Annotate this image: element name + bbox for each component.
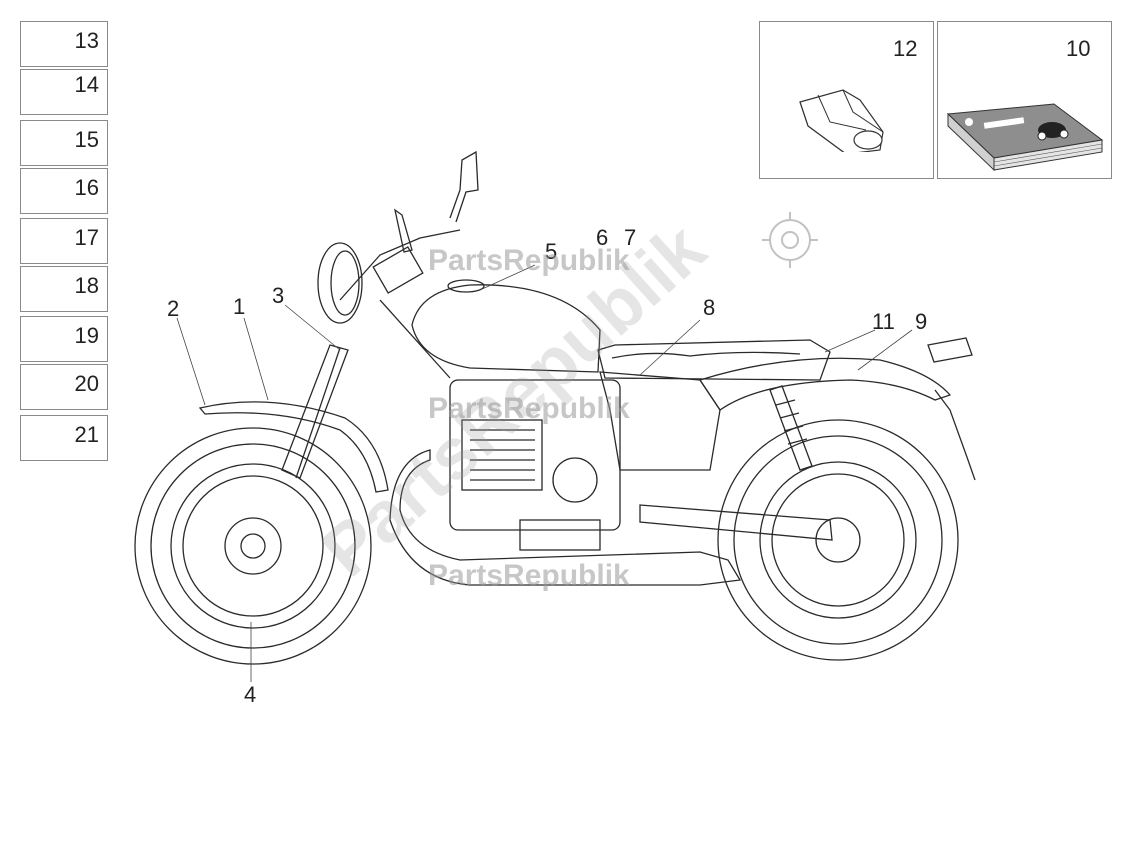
watermark-text: PartsRepublik bbox=[428, 244, 630, 277]
callout-8: 8 bbox=[703, 295, 715, 320]
side-box-17: 17 bbox=[20, 218, 108, 264]
callout-5: 5 bbox=[545, 239, 557, 264]
watermark-text: PartsRepublik bbox=[428, 392, 630, 425]
side-box-label: 15 bbox=[74, 127, 99, 152]
side-box-20: 20 bbox=[20, 364, 108, 410]
side-box-14: 14 bbox=[20, 69, 108, 115]
tail-light bbox=[927, 337, 973, 363]
rear-shock bbox=[769, 385, 813, 471]
kit-box-number: 10 bbox=[1066, 36, 1091, 61]
callout-2: 2 bbox=[167, 296, 179, 321]
rear-wheel bbox=[717, 419, 959, 661]
frame bbox=[599, 371, 721, 471]
front-wheel bbox=[134, 427, 372, 665]
callout-7: 7 bbox=[624, 225, 636, 250]
headlight bbox=[317, 242, 363, 324]
front-fork bbox=[281, 344, 349, 479]
kit-box-10: 10 bbox=[937, 21, 1112, 179]
exhaust-pipe bbox=[389, 449, 742, 586]
side-box-15: 15 bbox=[20, 120, 108, 166]
side-box-13: 13 bbox=[20, 21, 108, 67]
kit-box-number: 12 bbox=[893, 36, 918, 61]
license-bracket bbox=[934, 389, 976, 481]
side-box-label: 21 bbox=[74, 422, 99, 447]
swingarm bbox=[639, 504, 833, 541]
seat bbox=[597, 339, 831, 381]
callout-3: 3 bbox=[272, 283, 284, 308]
side-box-label: 17 bbox=[74, 225, 99, 250]
gear-icon bbox=[762, 212, 818, 268]
side-box-label: 13 bbox=[74, 28, 99, 53]
side-box-16: 16 bbox=[20, 168, 108, 214]
fuel-tank bbox=[411, 284, 601, 373]
front-fender bbox=[198, 401, 389, 493]
rear-fender bbox=[698, 357, 952, 411]
side-box-label: 14 bbox=[74, 72, 99, 97]
watermark-text: PartsRepublik bbox=[428, 559, 630, 592]
side-box-21: 21 bbox=[20, 415, 108, 461]
engine bbox=[449, 379, 621, 551]
handlebar bbox=[339, 229, 461, 301]
side-box-label: 20 bbox=[74, 371, 99, 396]
callout-9: 9 bbox=[915, 309, 927, 334]
side-box-label: 19 bbox=[74, 323, 99, 348]
manual-book-icon bbox=[946, 103, 1104, 172]
watermark: PartsRepublik PartsRepublik PartsRepubli… bbox=[307, 208, 818, 592]
callout-6: 6 bbox=[596, 225, 608, 250]
callout-4: 4 bbox=[244, 682, 256, 707]
callout-1: 1 bbox=[233, 294, 245, 319]
callout-11: 11 bbox=[872, 309, 895, 334]
mirror bbox=[449, 150, 479, 223]
pouch-icon bbox=[799, 89, 884, 152]
side-box-19: 19 bbox=[20, 316, 108, 362]
side-box-18: 18 bbox=[20, 266, 108, 312]
side-box-label: 18 bbox=[74, 273, 99, 298]
side-box-label: 16 bbox=[74, 175, 99, 200]
kit-box-12: 12 bbox=[759, 21, 934, 179]
